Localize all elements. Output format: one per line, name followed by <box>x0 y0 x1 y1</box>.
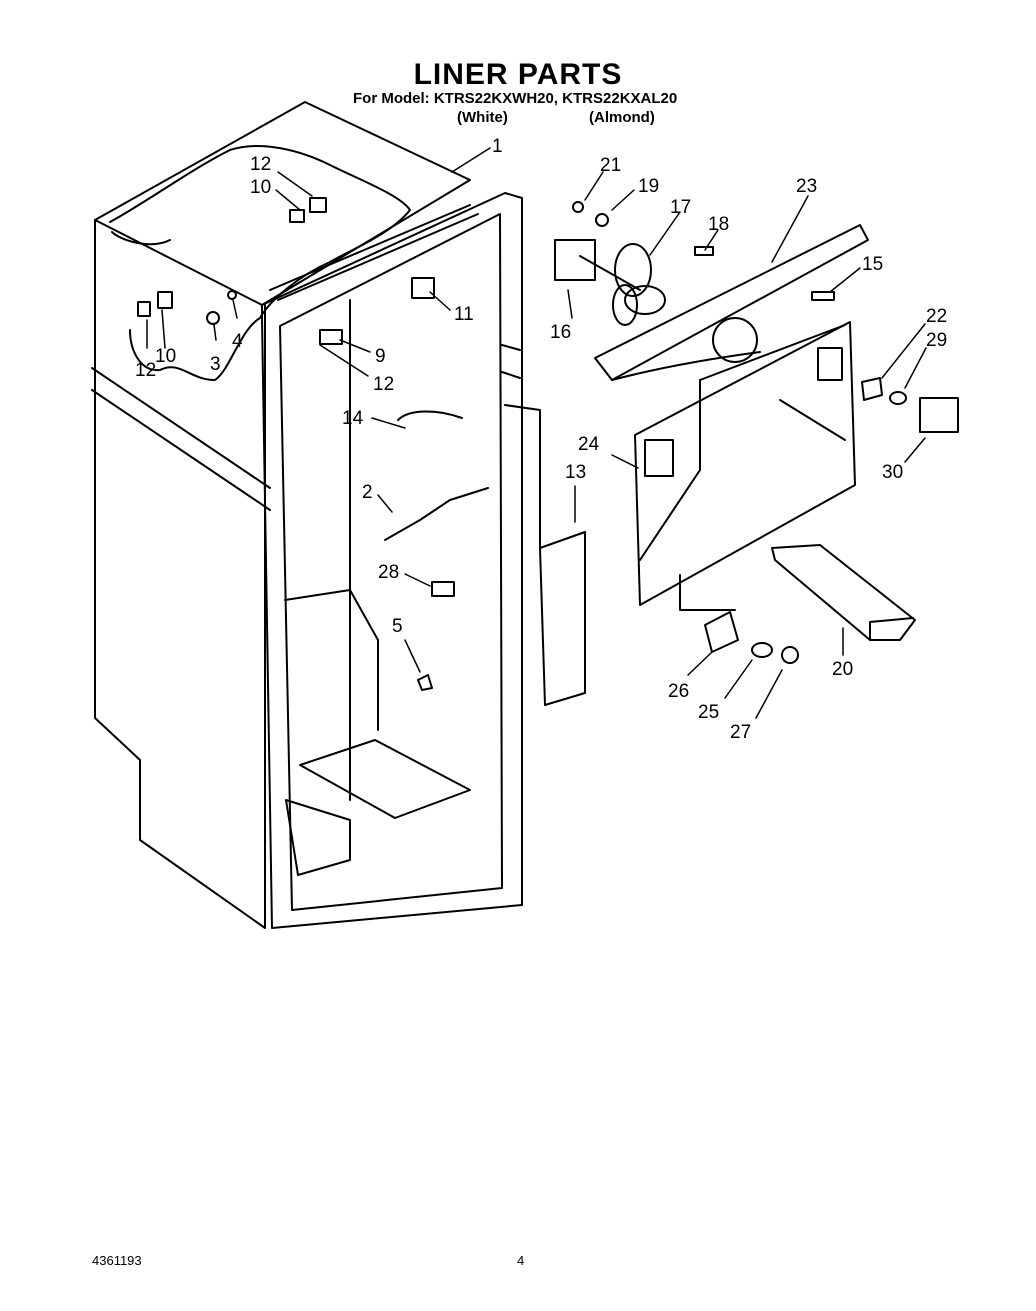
callout-3: 3 <box>210 354 221 375</box>
callout-13: 13 <box>565 462 586 483</box>
callout-1: 1 <box>492 136 503 157</box>
part-23-rail <box>594 224 869 381</box>
liner-cabinet <box>91 101 523 929</box>
callout-23: 23 <box>796 176 817 197</box>
model-line: For Model: KTRS22KXWH20, KTRS22KXAL20 <box>353 90 678 107</box>
callout-10-left: 10 <box>155 346 176 367</box>
callout-labels: 1 12 10 12 10 3 4 11 9 12 14 2 28 5 13 2… <box>135 136 947 743</box>
light-socket-parts <box>861 377 959 433</box>
callout-15: 15 <box>862 254 883 275</box>
callout-20: 20 <box>832 659 853 680</box>
doc-number: 4361193 <box>92 1253 142 1268</box>
fastener-parts <box>679 574 799 664</box>
color-label-almond: (Almond) <box>589 109 655 126</box>
part-13-panel <box>504 404 586 706</box>
callout-9: 9 <box>375 346 386 367</box>
leader-lines <box>146 147 927 719</box>
callout-14: 14 <box>342 408 364 429</box>
callout-28: 28 <box>378 562 399 583</box>
fan-assembly <box>554 201 835 326</box>
callout-12-inner: 12 <box>373 374 394 395</box>
page-number: 4 <box>517 1253 525 1268</box>
callout-18: 18 <box>708 214 729 235</box>
callout-4: 4 <box>232 331 243 352</box>
callout-19: 19 <box>638 176 659 197</box>
callout-24: 24 <box>578 434 600 455</box>
callout-21: 21 <box>600 155 621 176</box>
callout-30: 30 <box>882 462 903 483</box>
callout-22: 22 <box>926 306 947 327</box>
callout-26: 26 <box>668 681 689 702</box>
callout-11: 11 <box>454 304 474 325</box>
part-24-panel <box>634 321 856 606</box>
callout-27: 27 <box>730 722 751 743</box>
callout-25: 25 <box>698 702 719 723</box>
color-label-white: (White) <box>457 109 508 126</box>
part-20-channel <box>771 544 916 641</box>
cabinet-hardware <box>137 197 489 691</box>
callout-17: 17 <box>670 197 691 218</box>
callout-10-top: 10 <box>250 177 271 198</box>
callout-2: 2 <box>362 482 373 503</box>
callout-16: 16 <box>550 322 571 343</box>
callout-12-left: 12 <box>135 360 156 381</box>
callout-5: 5 <box>392 616 403 637</box>
callout-12-top: 12 <box>250 154 271 175</box>
page-title: LINER PARTS <box>413 58 623 91</box>
callout-29: 29 <box>926 330 947 351</box>
